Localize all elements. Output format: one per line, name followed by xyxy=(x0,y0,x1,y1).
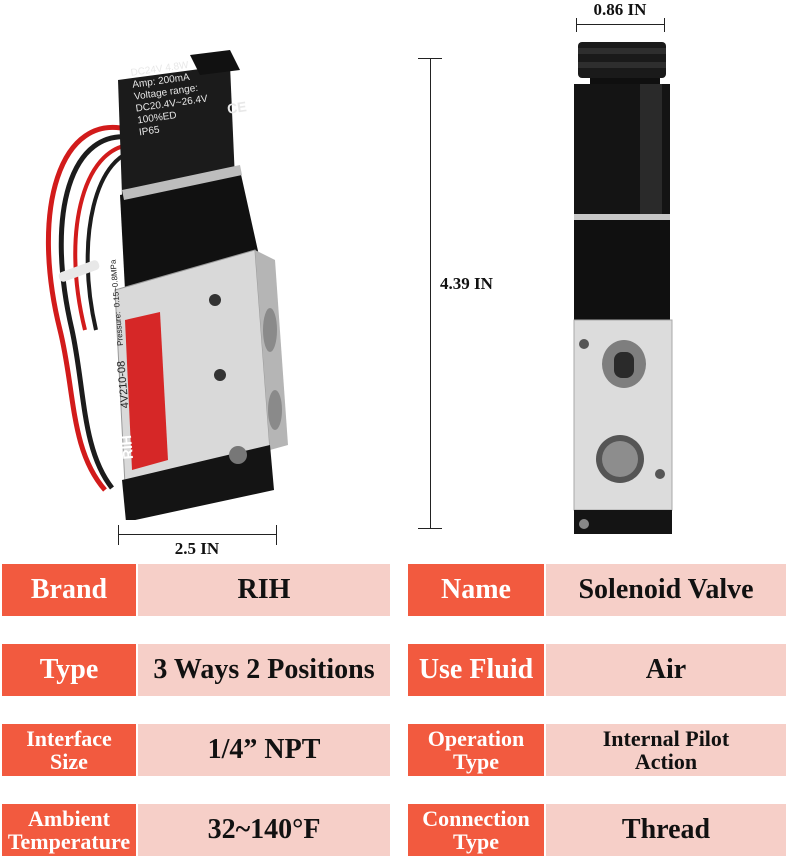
spec-label-operation-type: Operation Type xyxy=(408,724,544,776)
ce-mark: CE xyxy=(226,98,248,117)
dim-tick-top-left xyxy=(576,18,577,32)
spec-label-type: Type xyxy=(2,644,136,696)
body-pressure-range: 0.15~0.8MPa xyxy=(108,259,122,308)
dim-width-top: 0.86 IN xyxy=(593,0,647,19)
dim-height: 4.39 IN xyxy=(440,272,493,296)
spec-value-name: Solenoid Valve xyxy=(546,564,786,616)
body-model: 4V210-08 xyxy=(115,360,132,409)
coil-label: DC24V 4.8W Amp: 200mA Voltage range: DC2… xyxy=(130,53,249,140)
spec-label-ambient-temperature: Ambient Temperature xyxy=(2,804,136,856)
dim-tick-bottom xyxy=(418,528,442,529)
spec-label-use-fluid: Use Fluid xyxy=(408,644,544,696)
dim-line-bottom xyxy=(118,534,276,535)
spec-value-brand: RIH xyxy=(138,564,390,616)
spec-label-interface-size: Interface Size xyxy=(2,724,136,776)
spec-value-ambient-temperature: 32~140°F xyxy=(138,804,390,856)
spec-label-name: Name xyxy=(408,564,544,616)
dim-width-bottom: 2.5 IN xyxy=(174,539,220,558)
spec-value-operation-type: Internal Pilot Action xyxy=(546,724,786,776)
dim-line-vertical xyxy=(430,58,431,528)
dim-tick-right xyxy=(276,525,277,545)
dim-tick-top-right xyxy=(664,18,665,32)
spec-value-connection-type: Thread xyxy=(546,804,786,856)
spec-value-type: 3 Ways 2 Positions xyxy=(138,644,390,696)
dim-tick-left xyxy=(118,525,119,545)
dim-line-top xyxy=(576,24,664,25)
valve-front-image xyxy=(45,50,288,520)
valve-side-image xyxy=(573,42,673,534)
spec-label-brand: Brand xyxy=(2,564,136,616)
body-brand: RIH xyxy=(117,434,136,460)
body-pressure: Pressure: xyxy=(113,311,126,347)
spec-value-use-fluid: Air xyxy=(546,644,786,696)
spec-label-connection-type: Connection Type xyxy=(408,804,544,856)
spec-value-interface-size: 1/4” NPT xyxy=(138,724,390,776)
